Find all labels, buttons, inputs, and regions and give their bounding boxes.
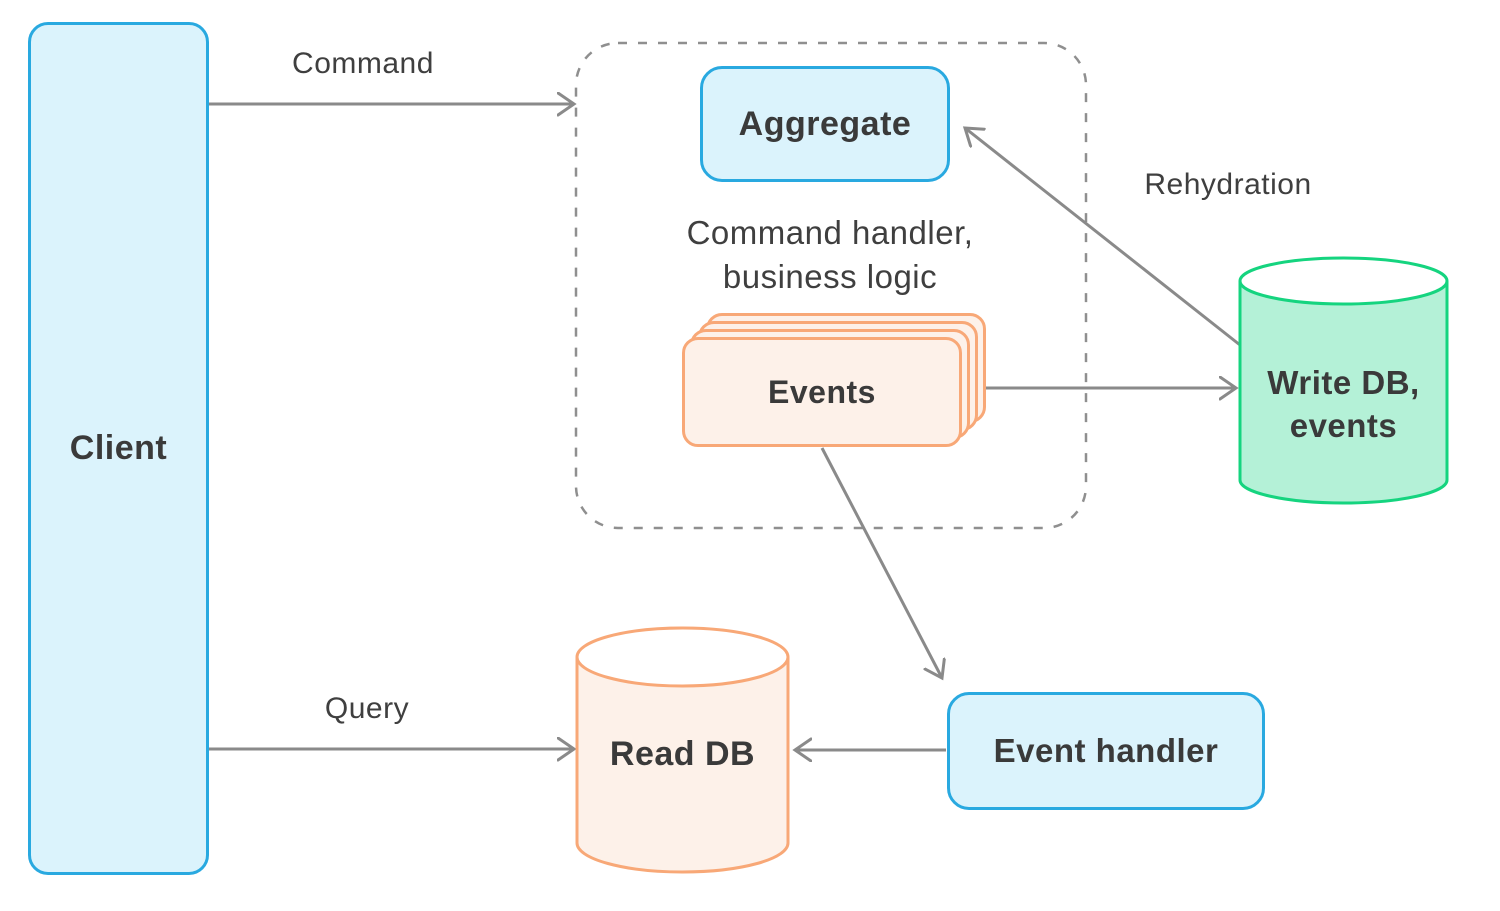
command-edge-label: Command xyxy=(292,47,434,80)
write-db-cylinder-body xyxy=(1238,281,1449,505)
events-label: Events xyxy=(768,373,876,410)
event-handler-node: Event handler xyxy=(947,692,1265,810)
process-note: Command handler, business logic xyxy=(686,214,974,295)
write-db-cylinder xyxy=(1238,256,1449,505)
query-edge-label: Query xyxy=(324,692,410,725)
rehydration-arrow xyxy=(965,128,1241,347)
read-db-cylinder-top xyxy=(575,626,790,688)
client-node: Client xyxy=(28,22,209,875)
event-handler-label: Event handler xyxy=(993,732,1219,769)
read-db-cylinder xyxy=(575,626,790,874)
events-node: Events xyxy=(682,337,962,447)
aggregate-node: Aggregate xyxy=(700,66,950,182)
write-db-label: Write DB, events xyxy=(1267,364,1420,444)
write-db-cylinder-top xyxy=(1238,256,1449,306)
read-db-label: Read DB xyxy=(609,735,756,773)
rehydration-edge-label: Rehydration xyxy=(1144,168,1312,201)
events-to-eventhandler-arrow xyxy=(820,447,942,678)
client-label: Client xyxy=(69,429,168,467)
read-db-cylinder-body xyxy=(575,657,790,874)
aggregate-label: Aggregate xyxy=(738,104,912,143)
